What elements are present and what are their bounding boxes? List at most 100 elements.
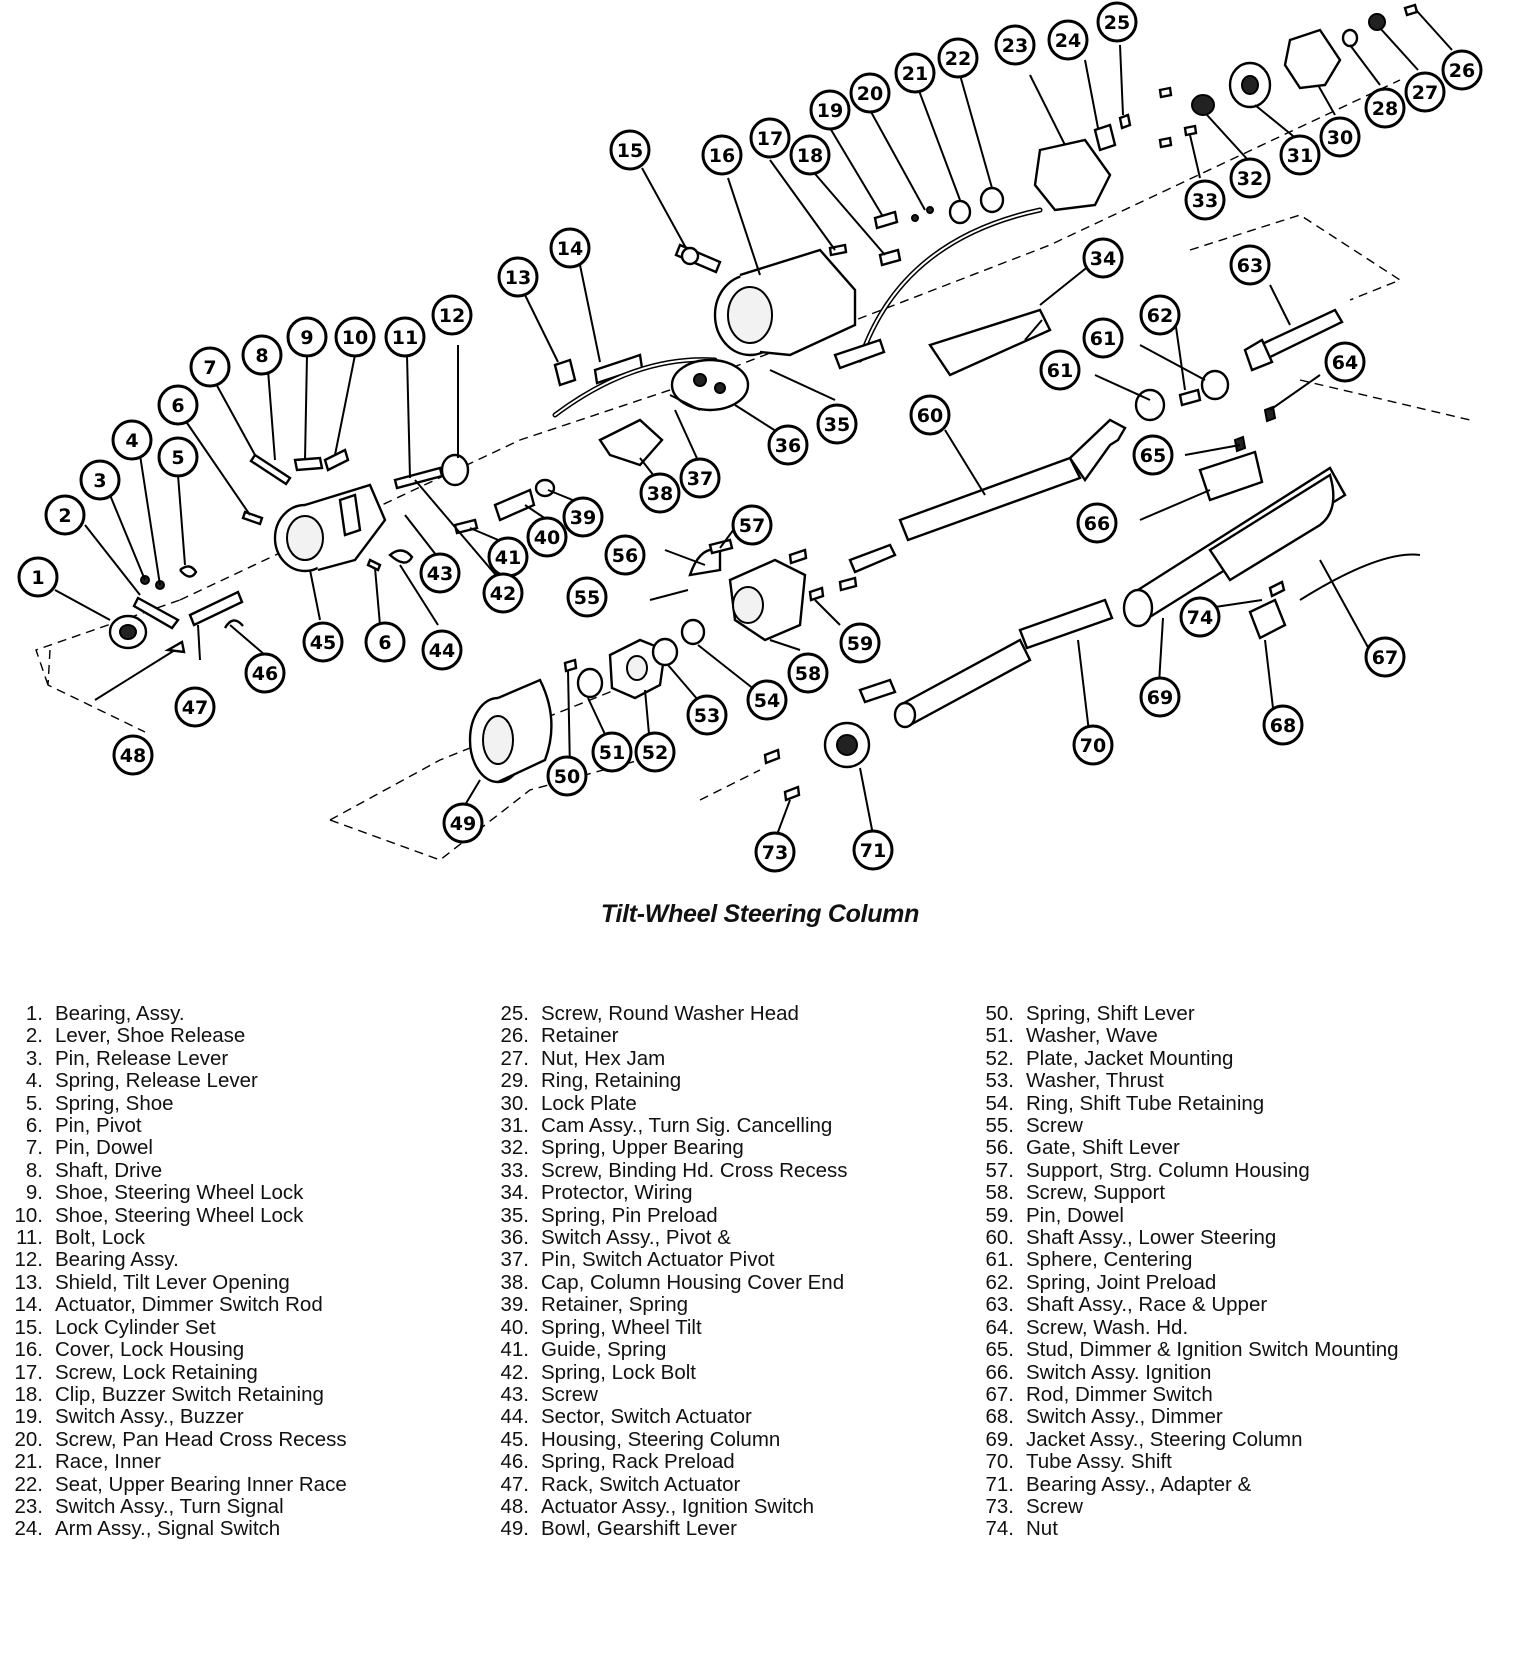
legend-item-number: 3.	[25, 1046, 43, 1070]
callout-22: 22	[937, 37, 979, 79]
legend-item-number: 21.	[14, 1450, 44, 1474]
callout-circle	[849, 72, 891, 114]
legend-item-text: Spring, Rack Preload	[541, 1450, 735, 1474]
legend-item: 11.Bolt, Lock	[0, 1226, 347, 1250]
callout-circle	[1179, 596, 1221, 638]
callout-circle	[1047, 19, 1089, 61]
legend-item: 51.Washer, Wave	[971, 1024, 1399, 1047]
callout-circle	[1184, 179, 1226, 221]
callout-number: 32	[1237, 168, 1263, 190]
callout-number: 21	[902, 63, 928, 85]
legend-item: 35.Spring, Pin Preload	[486, 1204, 847, 1227]
callout-circle	[44, 494, 86, 536]
legend-item-number: 42.	[500, 1360, 530, 1384]
legend-item-number: 27.	[500, 1046, 530, 1070]
legend-item-number: 26.	[500, 1024, 530, 1048]
legend-item: 56.Gate, Shift Lever	[971, 1136, 1399, 1160]
callout-58: 58	[787, 652, 829, 694]
legend-item: 40.Spring, Wheel Tilt	[486, 1316, 847, 1339]
legend-item-number: 38.	[500, 1270, 530, 1294]
callout-number: 59	[847, 633, 873, 655]
legend-item: 65.Stud, Dimmer & Ignition Switch Mounti…	[971, 1338, 1399, 1361]
callout-number: 66	[1084, 513, 1110, 535]
legend-item-text: Support, Strg. Column Housing	[1026, 1158, 1310, 1182]
legend-item-text: Switch Assy. Ignition	[1026, 1360, 1212, 1384]
callout-45: 45	[302, 621, 344, 663]
legend-item-number: 64.	[985, 1315, 1015, 1339]
legend-item-number: 1.	[25, 1002, 43, 1025]
legend-item-number: 66.	[985, 1360, 1015, 1384]
callout-10: 10	[334, 316, 376, 358]
legend-item: 61.Sphere, Centering	[971, 1249, 1399, 1272]
legend-item: 15.Lock Cylinder Set	[0, 1316, 347, 1339]
legend-item: 64.Screw, Wash. Hd.	[971, 1315, 1399, 1339]
cover-end-cap-part	[598, 418, 664, 467]
callout-36: 36	[767, 424, 809, 466]
callout-64: 64	[1324, 341, 1366, 383]
callout-number: 38	[647, 483, 673, 505]
callout-number: 16	[709, 145, 735, 167]
legend-item-number: 17.	[14, 1360, 44, 1384]
legend-item-number: 36.	[500, 1226, 530, 1250]
legend-item-text: Actuator, Dimmer Switch Rod	[55, 1293, 323, 1317]
callout-number: 3	[93, 470, 106, 492]
callout-66: 66	[1076, 502, 1118, 544]
legend-item-text: Sector, Switch Actuator	[541, 1405, 752, 1429]
legend-item-number: 18.	[14, 1382, 44, 1406]
legend-item-number: 44.	[500, 1405, 530, 1429]
callout-number: 26	[1449, 60, 1475, 82]
legend-item-number: 11.	[16, 1226, 43, 1250]
callout-17: 17	[749, 117, 791, 159]
legend-item-text: Shaft, Drive	[55, 1158, 163, 1182]
callout-60: 60	[909, 394, 951, 436]
callout-34: 34	[1082, 237, 1124, 279]
callout-circle	[189, 346, 231, 388]
callout-62: 62	[1139, 294, 1181, 336]
legend-item-number: 70.	[985, 1450, 1015, 1474]
legend-item-text: Housing, Steering Column	[541, 1427, 781, 1451]
legend-item-number: 14.	[14, 1293, 44, 1317]
legend-item-number: 46.	[500, 1450, 530, 1474]
legend-item-number: 29.	[500, 1069, 530, 1093]
legend-item: 38.Cap, Column Housing Cover End	[486, 1270, 847, 1294]
callout-circle	[1072, 724, 1114, 766]
callout-circle	[1229, 244, 1271, 286]
callout-circle	[1364, 636, 1406, 678]
legend-item-text: Pin, Pivot	[55, 1114, 142, 1138]
legend-item-text: Screw	[1026, 1494, 1083, 1518]
legend-item-number: 57.	[985, 1158, 1015, 1182]
callout-circle	[767, 424, 809, 466]
callout-30: 30	[1319, 116, 1361, 158]
legend-item-text: Ring, Retaining	[541, 1069, 682, 1093]
legend-item-number: 31.	[500, 1114, 530, 1138]
legend-item: 60.Shaft Assy., Lower Steering	[971, 1226, 1399, 1249]
callout-circle	[1279, 134, 1321, 176]
legend-item-text: Rod, Dimmer Switch	[1026, 1382, 1213, 1406]
callout-6: 6	[364, 621, 406, 663]
legend-item: 46. Spring, Rack Preload	[486, 1450, 847, 1474]
callout-number: 31	[1287, 145, 1313, 167]
callout-37: 37	[679, 457, 721, 499]
legend-item-number: 34.	[500, 1181, 530, 1205]
callout-number: 19	[817, 100, 843, 122]
legend-item: 29. Ring, Retaining	[486, 1069, 847, 1093]
callout-circle	[1262, 704, 1304, 746]
callout-number: 18	[797, 145, 823, 167]
legend-item-text: Screw	[1026, 1114, 1083, 1138]
legend-item: 10.Shoe, Steering Wheel Lock	[0, 1204, 347, 1227]
legend-item-text: Switch Assy., Buzzer	[55, 1405, 244, 1429]
callout-number: 67	[1372, 647, 1398, 669]
legend-item-text: Screw, Round Washer Head	[541, 1002, 799, 1025]
legend-item: 3.Pin, Release Lever	[0, 1046, 347, 1070]
legend-item-number: 32.	[500, 1136, 530, 1160]
legend-item-text: Rack, Switch Actuator	[541, 1472, 741, 1496]
legend-item-text: Plate, Jacket Mounting	[1026, 1046, 1234, 1070]
callout-number: 51	[599, 742, 625, 764]
legend-item-number: 7.	[25, 1136, 43, 1160]
callout-circle	[1039, 349, 1081, 391]
legend-item-number: 56.	[985, 1136, 1015, 1160]
pivot-switch-part	[670, 358, 750, 412]
callout-21: 21	[894, 52, 936, 94]
legend-item-text: Switch Assy., Turn Signal	[55, 1494, 284, 1518]
